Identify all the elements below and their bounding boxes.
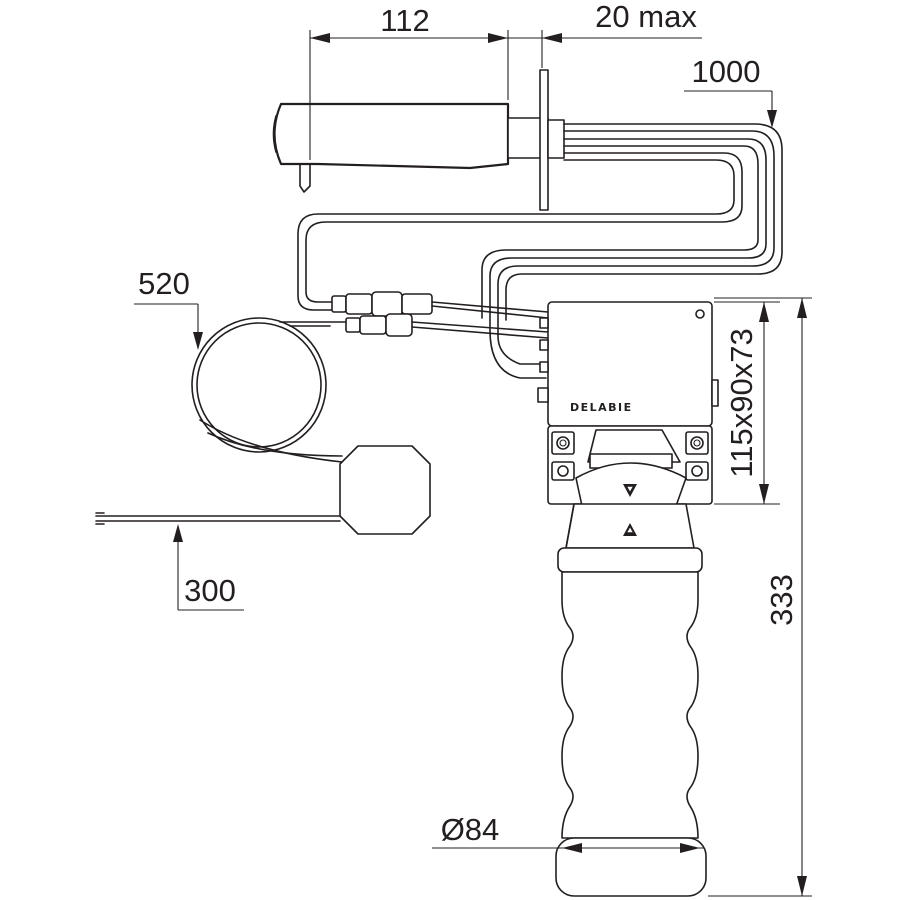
dim-label-112: 112: [380, 3, 429, 38]
dimension-112: [309, 30, 509, 160]
output-wire: [95, 512, 341, 525]
dim-label-300: 300: [184, 573, 236, 608]
dimension-520: [134, 303, 203, 350]
junction-pad: [339, 445, 431, 535]
dim-label-333: 333: [764, 574, 799, 626]
brand-label: DELABIE: [570, 401, 633, 414]
spout: [272, 69, 565, 211]
dimension-1000: [684, 90, 777, 128]
dim-label-box-size: 115x90x73: [724, 328, 759, 477]
hoses: [297, 123, 783, 379]
dimension-300: [173, 524, 244, 611]
dimension-box-size: [714, 301, 780, 505]
dim-label-520: 520: [138, 266, 190, 301]
cable-coil: [191, 317, 347, 463]
cable-connectors: [331, 291, 549, 339]
dim-label-1000: 1000: [692, 54, 761, 89]
dim-label-20max: 20 max: [595, 0, 697, 34]
dimension-20max: [508, 30, 702, 68]
dimension-333: [708, 297, 812, 897]
filter-cartridge: [555, 503, 707, 897]
dim-label-diameter: Ø84: [441, 812, 500, 847]
control-box: [537, 301, 719, 507]
dimension-diameter: [432, 843, 704, 853]
